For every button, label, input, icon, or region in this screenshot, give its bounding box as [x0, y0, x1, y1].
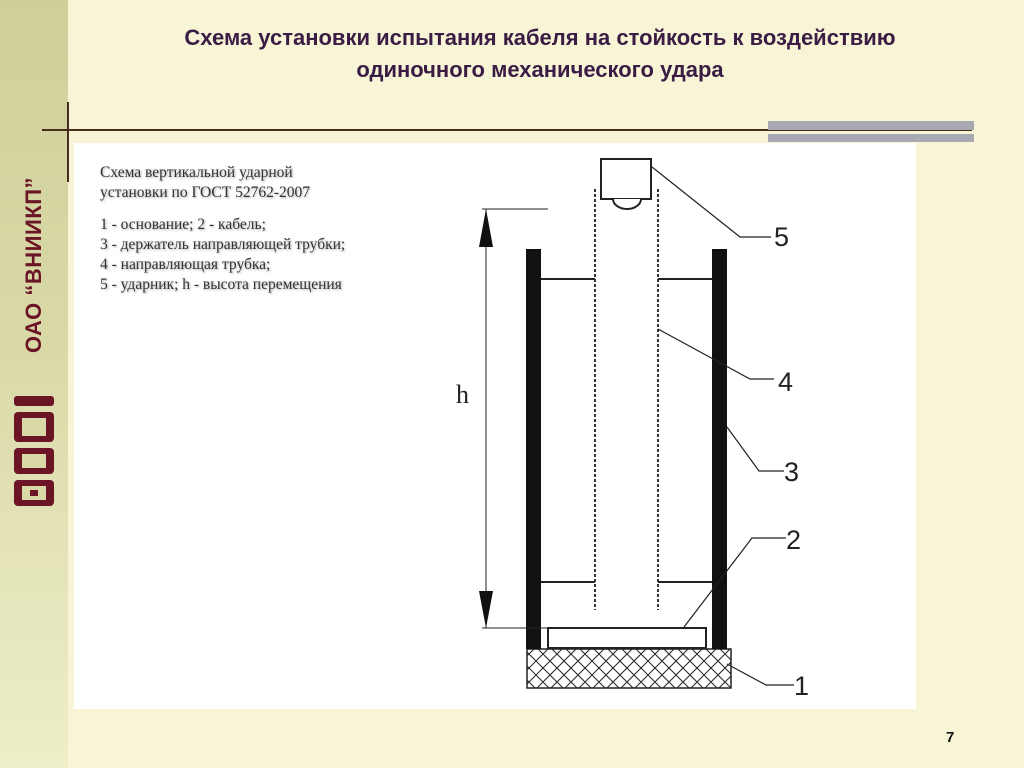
page-number: 7	[946, 729, 955, 746]
callout-5: 5	[774, 222, 789, 252]
title-line-2: одиночного механического удара	[356, 57, 724, 82]
title-divider	[42, 129, 972, 131]
diagram-panel: Схема вертикальной ударной установки по …	[74, 143, 916, 709]
org-name-text: ОАО “ВНИИКП”	[21, 176, 46, 354]
leader-1	[726, 663, 794, 686]
callout-3: 3	[784, 457, 799, 487]
legend-item-2: 3 - держатель направляющей трубки;	[100, 236, 346, 253]
leader-2	[683, 537, 786, 628]
caption-heading-2: установки по ГОСТ 52762-2007	[100, 184, 311, 201]
callout-1: 1	[794, 671, 809, 701]
height-arrow-top	[479, 209, 493, 247]
leader-4	[657, 328, 774, 380]
impact-setup-diagram: h 5 4 3 2 1	[456, 158, 809, 701]
slide-title: Схема установки испытания кабеля на стой…	[90, 22, 990, 86]
decor-bar-bottom	[768, 134, 974, 142]
title-line-1: Схема установки испытания кабеля на стой…	[184, 25, 896, 50]
height-label: h	[456, 380, 469, 409]
height-arrow-bottom	[479, 591, 493, 628]
holder-post-right	[712, 249, 727, 649]
caption-heading-1: Схема вертикальной ударной	[100, 164, 293, 181]
leader-5	[651, 166, 771, 238]
legend-item-1: 1 - основание; 2 - кабель;	[100, 216, 266, 233]
leader-3	[726, 426, 784, 472]
striker-body	[600, 158, 652, 200]
company-logo-icon	[14, 396, 54, 506]
sidebar: ОАО “ВНИИКП”	[0, 0, 68, 768]
base-block	[526, 648, 732, 689]
striker-tip	[612, 198, 642, 210]
cable-sample	[547, 627, 707, 649]
holder-post-left	[526, 249, 541, 649]
legend-item-4: 5 - ударник; h - высота перемещения	[100, 276, 342, 293]
legend-item-3: 4 - направляющая трубка;	[100, 256, 271, 273]
org-name: ОАО “ВНИИКП”	[18, 150, 50, 380]
decor-bar-top	[768, 121, 974, 130]
callout-4: 4	[778, 367, 793, 397]
diagram-caption: Схема вертикальной ударной установки по …	[100, 163, 460, 295]
title-divider-vertical	[67, 102, 69, 182]
callout-2: 2	[786, 525, 801, 555]
